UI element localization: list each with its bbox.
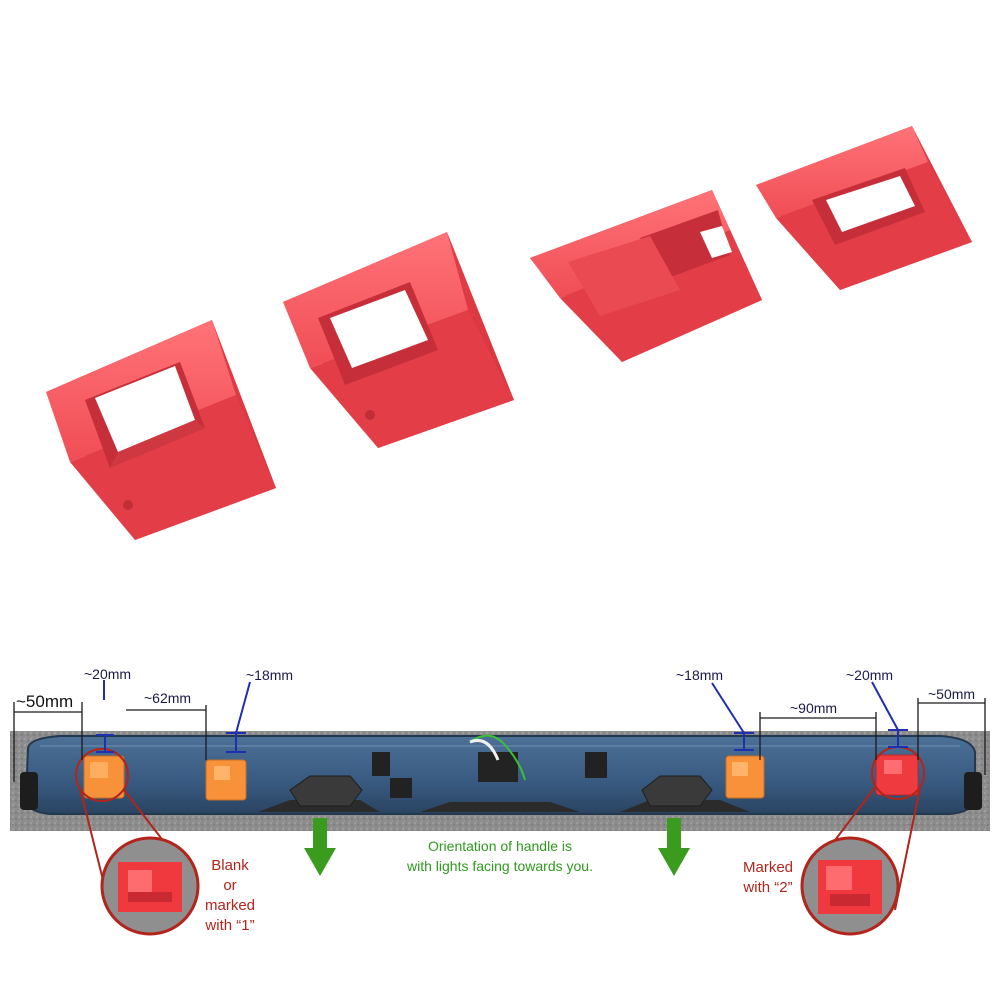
dim-left-gap: ~62mm: [144, 690, 192, 706]
left-callout-line-1: Blank: [211, 857, 249, 874]
dim-left-inner-clip: ~18mm: [246, 667, 294, 683]
installed-clip-right-outer: [875, 754, 919, 796]
left-callout-line-3: marked: [204, 897, 256, 914]
red-clip-2: [283, 232, 514, 448]
dim-right-inner-clip: ~18mm: [676, 667, 724, 683]
magnified-clip-left: [100, 836, 200, 936]
dimension-lines: [13, 698, 986, 782]
left-callout-text: Blank or marked with “1”: [190, 856, 270, 936]
red-clip-4: [756, 126, 972, 290]
right-rubber-pad: [964, 772, 982, 810]
dim-right-gap: ~90mm: [790, 700, 838, 716]
orientation-note: Orientation of handle is with lights fac…: [360, 836, 640, 876]
red-clip-3: [530, 190, 762, 362]
left-callout-line-2: or: [223, 877, 237, 894]
orientation-note-line-1: Orientation of handle is: [428, 838, 572, 854]
installed-clip-right-inner: [725, 755, 765, 799]
left-callout-line-4: with “1”: [205, 917, 255, 934]
dim-right-edge: ~50mm: [928, 686, 976, 702]
clip-width-markers: [96, 680, 908, 753]
installed-clip-left-inner: [205, 759, 247, 801]
red-clip-1: [46, 320, 276, 540]
dim-left-edge: ~50mm: [16, 692, 74, 711]
right-callout-line-2: with “2”: [743, 879, 793, 896]
callout-ring-left: [75, 748, 129, 802]
dim-right-outer-clip: ~20mm: [846, 667, 894, 683]
left-rubber-pad: [20, 772, 38, 810]
installed-clip-left-outer: [83, 755, 125, 799]
dim-left-outer-clip: ~20mm: [84, 666, 132, 682]
right-callout-line-1: Marked: [742, 859, 794, 876]
magnified-clip-right: [800, 836, 900, 936]
orientation-arrow-right: [658, 818, 690, 876]
orientation-arrow-left: [304, 818, 336, 876]
tailgate-handle: [20, 734, 982, 815]
right-callout-text: Marked with “2”: [728, 858, 808, 898]
orientation-note-line-2: with lights facing towards you.: [407, 858, 593, 874]
